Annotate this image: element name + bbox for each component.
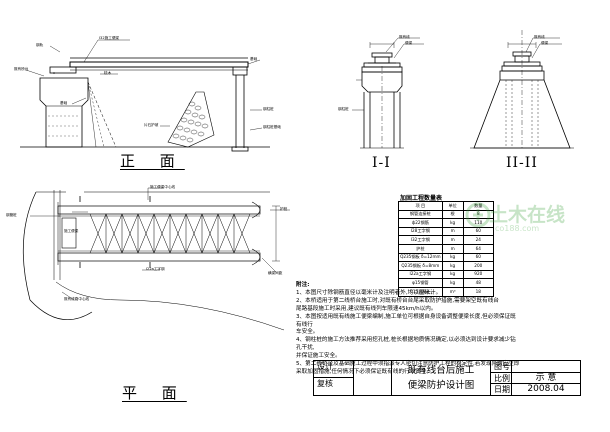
table-cell: kg <box>441 269 464 280</box>
annotation-label: 既有线路中心线 <box>64 297 90 301</box>
annotation-label: 护桩 <box>280 207 288 211</box>
section-1-title: I-I <box>372 155 391 171</box>
table-cell: m <box>441 235 464 245</box>
note-line: 3、本图按适用既有线施工便梁编制,施工单位可根据自身设备调整便梁长度,但必须保证… <box>296 313 516 328</box>
table-cell: 60 <box>462 252 495 263</box>
section-1 <box>352 37 424 149</box>
table-cell: m <box>441 243 464 254</box>
notes-title: 附注: <box>296 282 310 288</box>
annotation-label: 钢轨 <box>36 43 44 47</box>
table-cell: 钢管连接桩 <box>398 209 443 220</box>
note-line: 2、本桥适用于第二线桥台施工时,对既有桥台台尾采取防护措施,需要架空既有线台 <box>296 297 499 304</box>
annotation-label: 基础 <box>250 57 258 61</box>
table-cell: ф22钢筋 <box>398 218 443 228</box>
notes-block: 附注: 1、本图尺寸除钢筋直径以毫米计及注明者外,均以厘米计。 2、本桥适用于第… <box>296 282 520 377</box>
annotation-label: 施工便梁中心线 <box>150 185 176 189</box>
annotation-label: 钢柱桩 <box>263 107 274 111</box>
table-cell: Q235钢板 δ=12mm <box>398 252 443 263</box>
table-cell: kg <box>441 252 464 263</box>
annotation-label: 便梁 <box>541 41 549 45</box>
title-block: 设计 复核 既有线台后施工 便梁防护设计图 图号 比例 日期 示 意 2008.… <box>313 360 581 396</box>
note-line: 5、第二线桥台及基础施工过程中须指派专人密切注意防护工程的稳定性,若发现异常应立… <box>296 361 520 368</box>
table-cell: I32工字钢 <box>398 235 443 245</box>
quantity-table-title: 加固工程数量表 <box>400 195 443 202</box>
front-elevation <box>20 39 270 152</box>
drawing-no-value <box>512 361 580 373</box>
annotation-label: 基础 <box>60 101 68 105</box>
section-2-title: II-II <box>506 155 538 171</box>
annotation-label: 钢柱桩 <box>338 107 349 111</box>
table-cell: I22a工字钢 <box>398 269 443 280</box>
design-label: 设计 <box>314 361 354 378</box>
front-view-title: 正 面 <box>120 152 185 170</box>
table-cell: 根 <box>441 209 464 220</box>
plan-view-title: 平 面 <box>122 384 187 402</box>
note-line: 尾路基段施工时采用,建议既有线列车限速45km/h以内。 <box>296 305 437 312</box>
annotation-label: 片石护坡 <box>144 123 159 127</box>
table-cell: 920 <box>462 269 495 280</box>
annotation-label: 既有桥台 <box>14 67 29 71</box>
note-line: 1、本图尺寸除钢筋直径以毫米计及注明者外,均以厘米计。 <box>296 289 442 296</box>
signature-area <box>354 361 392 395</box>
table-header-cell: 项 目 <box>398 201 443 211</box>
review-label: 复核 <box>314 378 354 395</box>
scale-value: 示 意 <box>512 373 580 384</box>
drawing-name-line-1: 既有线台后施工 <box>407 365 475 376</box>
drawing-name-line-2: 便梁防护设计图 <box>407 380 475 391</box>
note-line: 采取加固措施,任何情况下必须保证既有线的行车安全。 <box>296 368 433 375</box>
watermark-subtext: co188.com <box>495 224 540 233</box>
annotation-label: 枕木 <box>104 71 112 75</box>
note-line: 车安全。 <box>296 329 319 336</box>
plan-view <box>22 187 290 331</box>
table-cell: 18 <box>462 286 495 297</box>
annotation-label: I32施工便梁 <box>99 36 120 40</box>
annotation-label: 既有线 <box>399 35 410 39</box>
table-cell: I28工字钢 <box>398 226 443 237</box>
watermark-logo-icon <box>465 202 491 228</box>
annotation-label: 钢柱桩基础 <box>263 125 281 129</box>
table-cell: 护桩 <box>398 243 443 254</box>
date-label: 日期 <box>490 384 512 395</box>
table-cell: m <box>441 226 464 237</box>
table-header-cell: 单位 <box>441 201 464 211</box>
watermark: 土木在线 co188.com <box>465 198 610 238</box>
note-line: 并保证施工安全。 <box>296 353 341 360</box>
table-cell: Q235钢板 δ=8mm <box>398 261 443 271</box>
scale-label: 比例 <box>490 373 512 384</box>
annotation-label: 横梁间距 <box>268 271 283 275</box>
drawing-no-label: 图号 <box>490 361 512 373</box>
date-value: 2008.04 <box>527 384 565 394</box>
annotation-label: 施工便梁 <box>64 229 79 233</box>
table-cell: 200 <box>462 261 495 271</box>
table-cell: 64 <box>462 243 495 254</box>
annotation-label: 既有线 <box>534 35 545 39</box>
table-cell: kg <box>441 261 464 271</box>
table-cell: kg <box>441 218 464 228</box>
annotation-label: 钢管桩 <box>6 213 17 217</box>
annotation-label: I22a工字钢 <box>146 267 165 271</box>
section-2 <box>470 30 574 150</box>
annotation-label: 便梁 <box>405 41 413 45</box>
watermark-text: 土木在线 <box>489 204 566 226</box>
note-line: 4、钢柱桩的施工方法推荐采用挖孔桩,桩长根据地质情况确定,以必须达到设计要求减少… <box>296 337 516 352</box>
